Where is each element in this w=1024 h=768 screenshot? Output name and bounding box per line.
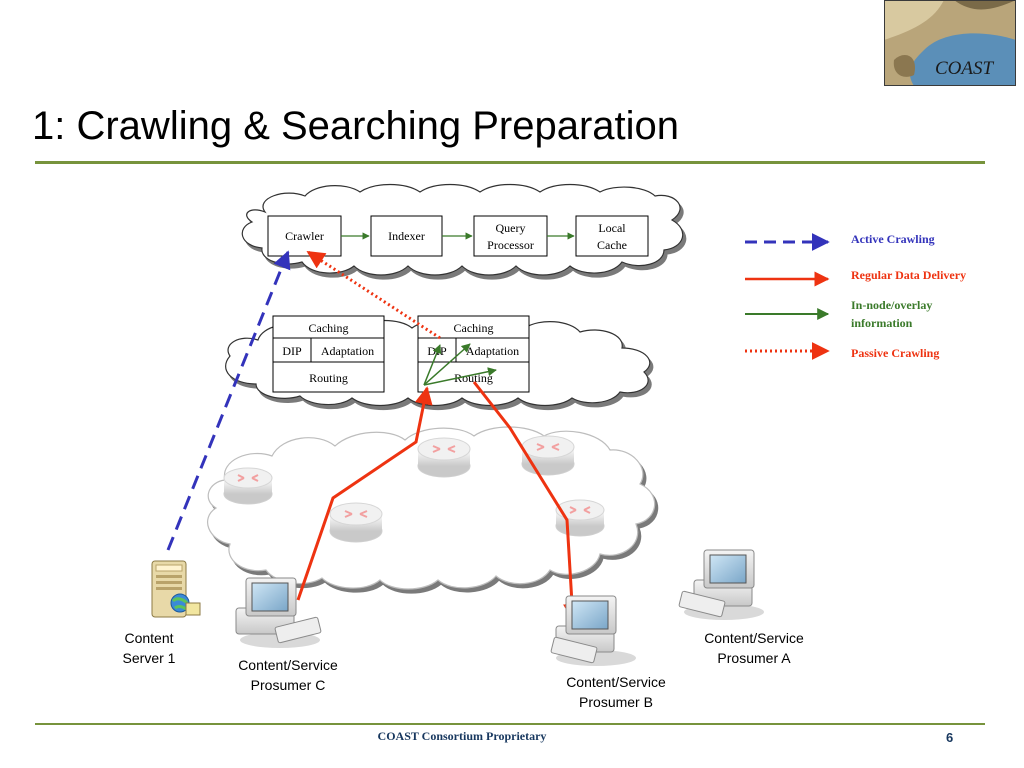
in-node-arrow [423,367,497,386]
footer-divider [35,723,985,725]
page-number: 6 [946,730,954,745]
adaptation-label: Adaptation [466,344,519,358]
routing-label: Routing [454,371,493,385]
indexer-label: Indexer [388,229,425,243]
server-icon [151,560,201,618]
title-divider [35,161,985,164]
computer-icon [235,577,322,648]
adaptation-label: Adaptation [321,344,374,358]
router-icon [555,499,605,537]
overlay-node-2: Caching DIP Adaptation Routing [417,315,530,393]
router-icon [223,467,273,505]
regular-delivery-arrow [296,386,433,601]
in-node-arrow [423,343,471,386]
dip-label: DIP [282,344,302,358]
local-cache-box [575,215,649,257]
router-icon [329,502,383,543]
regular-delivery-arrow [472,381,582,622]
indexer-box [370,215,443,257]
computer-icon [678,549,764,620]
footer-text: COAST Consortium Proprietary [377,729,547,743]
passive-crawling-arrow [306,250,441,340]
crawler-label: Crawler [285,229,324,243]
routing-label: Routing [309,371,348,385]
in-node-arrow [423,344,442,386]
router-icon [417,437,471,478]
legend-regular-label: Regular Data Delivery [851,268,966,282]
router-icon [521,435,575,476]
logo-text: COAST [935,58,995,79]
query-processor-box [473,215,548,257]
active-crawling-arrow [166,250,291,551]
caching-label: Caching [454,321,494,335]
overlay-node-1: Caching DIP Adaptation Routing [272,315,385,393]
legend: Active Crawling Regular Data Delivery In… [745,232,966,360]
caching-label: Caching [309,321,349,335]
legend-active-label: Active Crawling [851,232,935,246]
computer-icon [550,595,636,666]
coast-logo: COAST [884,0,1016,86]
legend-passive-label: Passive Crawling [851,346,939,360]
slide-title: 1: Crawling & Searching Preparation [32,104,680,148]
